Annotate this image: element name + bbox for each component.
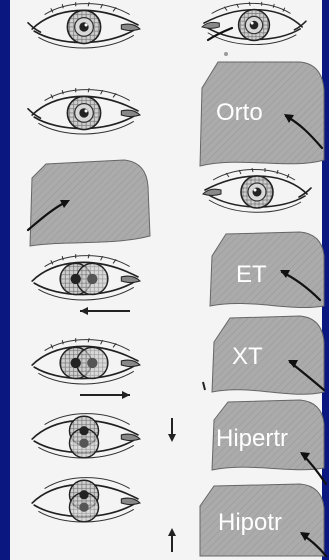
card-et: ET: [210, 232, 324, 308]
card-hipotr: Hipotr: [200, 484, 326, 556]
card-xt: XT: [212, 316, 324, 394]
card-label-hipotr: Hipotr: [218, 509, 282, 536]
card-label-hipertr: Hipertr: [216, 425, 288, 452]
card-label-xt: XT: [232, 343, 263, 370]
card-blank: [28, 160, 150, 246]
card-orto: Orto: [200, 62, 324, 166]
card-label-et: ET: [236, 261, 267, 288]
card-label-orto: Orto: [216, 99, 263, 126]
speck: [224, 52, 228, 56]
